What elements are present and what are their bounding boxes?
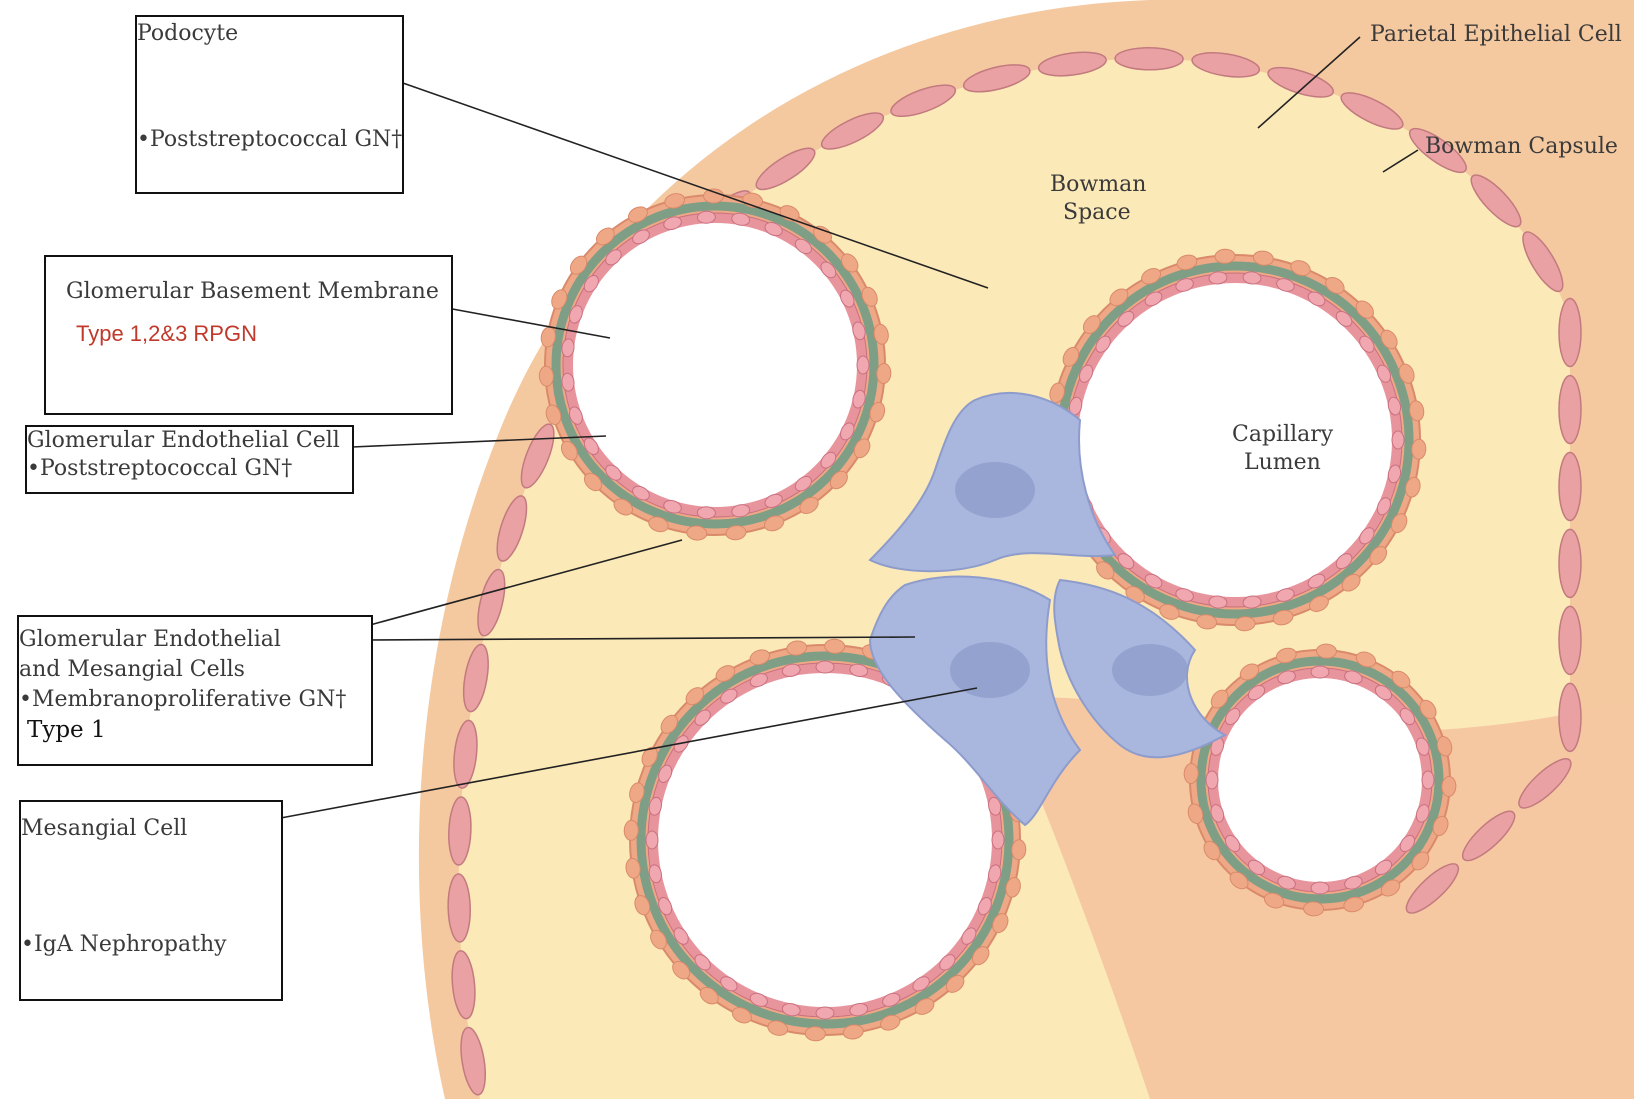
podocyte-title: Podocyte [137,19,402,49]
mesangial-nucleus-top [955,462,1035,518]
podocyte-foot [1316,644,1337,659]
podocyte-foot [1184,763,1199,784]
podocyte-foot [1303,901,1324,916]
parietal-epithelial-cell [1559,683,1581,751]
capillary-loop-4 [1218,678,1422,882]
endothelial-cell [1392,431,1404,449]
endothelial-cell [857,356,869,374]
bowman-space-label-1: Bowman [1050,170,1146,200]
parietal-label: Parietal Epithelial Cell [1370,20,1622,50]
endothelial-box: Glomerular Endothelial Cell •Poststrepto… [25,425,354,494]
parietal-epithelial-cell [1559,452,1581,520]
endo-mesangial-type: Type 1 [27,715,371,745]
bowman-space-label-2: Space [1063,198,1131,228]
endothelial-cell [1422,771,1434,789]
endothelial-cell [816,661,834,673]
podocyte-foot [624,820,639,841]
parietal-epithelial-cell [1115,48,1183,71]
gbm-title: Glomerular Basement Membrane [66,277,451,307]
podocyte-foot [824,639,845,654]
mesangial-disease: •IgA Nephropathy [21,930,281,960]
podocyte-foot [1011,839,1026,860]
endo-mesangial-box: Glomerular Endothelial and Mesangial Cel… [17,615,373,766]
podocyte-foot [805,1026,826,1041]
endothelial-cell [1311,882,1329,894]
podocyte-disease: •Poststreptococcal GN† [137,125,402,155]
parietal-epithelial-cell [1559,299,1581,367]
endothelial-cell [1206,771,1218,789]
capillary-label-2: Lumen [1244,448,1321,478]
bowman-capsule-label: Bowman Capsule [1425,132,1618,162]
endothelial-cell [816,1007,834,1019]
parietal-epithelial-cell [1559,606,1581,674]
capillary-loop-1 [573,223,857,507]
endothelial-cell [1311,666,1329,678]
parietal-epithelial-cell [1559,529,1581,597]
mesangial-nucleus-right [1112,644,1188,696]
capillary-label-1: Capillary [1232,420,1333,450]
endothelial-cell [992,831,1004,849]
podocyte-foot [876,363,891,384]
mesangial-title: Mesangial Cell [21,814,281,844]
gbm-box: Glomerular Basement Membrane Type 1,2&3 … [44,255,453,415]
gbm-disease: Type 1,2&3 RPGN [76,319,451,349]
mesangial-box: Mesangial Cell •IgA Nephropathy [19,800,283,1001]
endo-mesangial-title-2: and Mesangial Cells [19,655,371,685]
endothelial-disease: •Poststreptococcal GN† [27,455,352,483]
endothelial-cell [646,831,658,849]
endothelial-title: Glomerular Endothelial Cell [27,427,352,455]
endo-mesangial-disease: •Membranoproliferative GN† [19,685,371,715]
podocyte-foot [1441,776,1456,797]
parietal-epithelial-cell [1559,375,1581,443]
endo-mesangial-title-1: Glomerular Endothelial [19,625,371,655]
podocyte-foot [1411,439,1426,460]
podocyte-box: Podocyte •Poststreptococcal GN† [135,15,404,194]
mesangial-nucleus-center [950,642,1030,698]
